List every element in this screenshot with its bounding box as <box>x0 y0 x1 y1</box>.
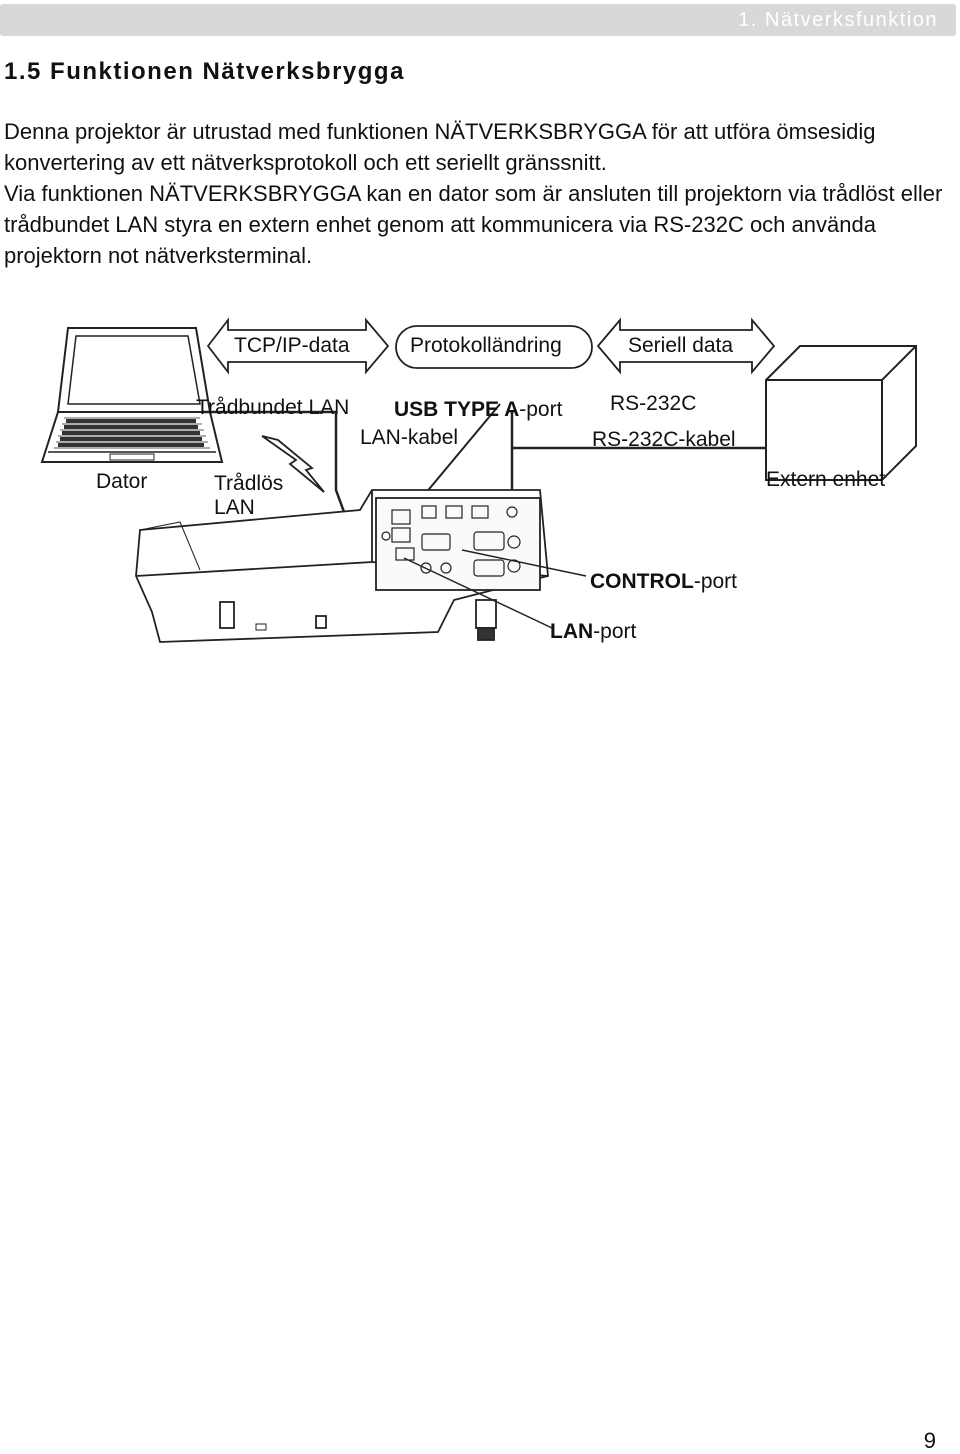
lan-port-suffix: -port <box>593 620 637 643</box>
serial-data-label: Seriell data <box>628 334 734 357</box>
laptop-illustration <box>40 327 224 463</box>
intro-paragraph-1: Denna projektor är utrustad med funktion… <box>4 119 876 175</box>
wireless-lan-symbol <box>261 435 325 493</box>
page-number: 9 <box>923 1428 936 1453</box>
projector-illustration <box>135 489 549 643</box>
tcpip-data-label: TCP/IP-data <box>234 334 350 357</box>
wireless-lan-label-line2: LAN <box>214 496 255 519</box>
intro-paragraph-2: Via funktionen NÄTVERKSBRYGGA kan en dat… <box>4 181 943 268</box>
usb-port-suffix: -port <box>519 398 563 421</box>
computer-label: Dator <box>96 470 148 493</box>
external-device-cube <box>765 345 917 481</box>
chapter-header-label: 1. Nätverksfunktion <box>738 9 938 31</box>
chapter-header-bar: 1. Nätverksfunktion <box>0 4 956 36</box>
external-device-label: Extern enhet <box>766 468 886 491</box>
section-title: 1.5 Funktionen Nätverksbrygga <box>4 58 405 85</box>
arrow-serial-shape <box>596 317 776 375</box>
lan-bold: LAN <box>550 620 594 643</box>
rs232c-label: RS-232C <box>610 392 697 415</box>
protocol-change-label: Protokolländring <box>410 334 562 357</box>
lan-port-label: LAN-port <box>550 620 636 644</box>
wireless-lan-label-line1: Trådlös <box>214 472 284 495</box>
control-port-label: CONTROL-port <box>590 570 737 594</box>
arrow-protocol-shape <box>395 325 593 369</box>
rs232c-cable-label: RS-232C-kabel <box>592 428 736 451</box>
diagram-graphics <box>40 317 917 643</box>
usb-type-a-port-label: USB TYPE A-port <box>394 398 562 422</box>
intro-text: Denna projektor är utrustad med funktion… <box>4 116 954 271</box>
arrow-tcpip-shape <box>206 317 390 375</box>
wired-lan-label: Trådbundet LAN <box>196 396 350 419</box>
network-bridge-diagram: TCP/IP-data Protokolländring Seriell dat… <box>0 300 960 680</box>
control-bold: CONTROL <box>590 570 694 593</box>
control-port-suffix: -port <box>693 570 738 593</box>
usb-type-a-bold: USB TYPE A <box>394 398 520 421</box>
port-leader-lines <box>403 549 587 629</box>
lan-cable-label: LAN-kabel <box>360 426 459 449</box>
